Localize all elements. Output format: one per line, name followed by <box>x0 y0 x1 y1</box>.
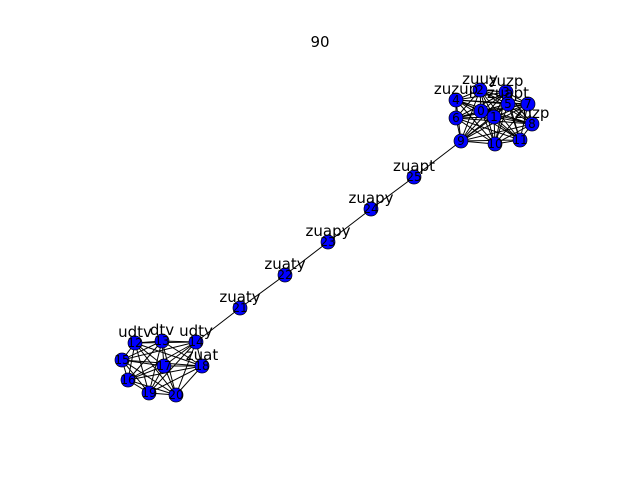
edge-15-20 <box>121 359 177 396</box>
node-name-label: zuapy <box>306 222 351 240</box>
edge-5-9 <box>460 103 509 142</box>
node-layer <box>114 82 540 403</box>
node-name-label: zuapt <box>487 84 529 102</box>
node-15 <box>114 352 130 368</box>
node-18 <box>194 358 210 374</box>
node-25 <box>406 169 422 185</box>
edge-8-9 <box>460 123 533 142</box>
node-4 <box>448 92 464 108</box>
edge-4-10 <box>455 99 496 145</box>
node-name-label: dtv <box>150 321 174 339</box>
edge-12-18 <box>134 342 203 367</box>
node-id-label: 21 <box>232 301 247 315</box>
node-5 <box>500 96 516 112</box>
node-0 <box>473 103 489 119</box>
node-id-label: 11 <box>512 133 527 147</box>
node-id-label: 20 <box>168 388 183 402</box>
node-name-label: zuzup <box>434 80 478 98</box>
edge-4-7 <box>455 99 529 105</box>
edge-9-25 <box>413 140 462 178</box>
node-21 <box>232 300 248 316</box>
node-id-label: 18 <box>194 359 209 373</box>
node-19 <box>141 385 157 401</box>
node-id-label: 24 <box>363 202 378 216</box>
node-id-label: 22 <box>277 268 292 282</box>
node-id-label: 16 <box>120 373 135 387</box>
node-name-label: zuaty <box>219 288 260 306</box>
node-20 <box>168 387 184 403</box>
node-id-label: 9 <box>457 134 465 148</box>
node-id-label: 15 <box>114 353 129 367</box>
node-id-label: 7 <box>524 97 532 111</box>
node-id-label: 13 <box>154 334 169 348</box>
node-name-label: zuzp <box>489 72 524 90</box>
edge-13-19 <box>148 340 163 394</box>
edge-14-19 <box>148 341 197 394</box>
edge-25-24 <box>370 176 415 210</box>
node-11 <box>512 132 528 148</box>
node-id-label: 0 <box>477 104 485 118</box>
node-id-label: 14 <box>188 335 203 349</box>
edge-13-18 <box>161 340 203 367</box>
edge-21-14 <box>195 307 241 343</box>
edge-6-10 <box>455 117 496 145</box>
node-2 <box>472 82 488 98</box>
node-id-label: 3 <box>502 85 510 99</box>
figure-title: 90 <box>310 33 330 51</box>
edge-14-15 <box>121 341 197 361</box>
node-id-label: 23 <box>320 235 335 249</box>
node-id-label: 12 <box>127 336 142 350</box>
node-id-label: 10 <box>487 137 502 151</box>
node-id-label: 2 <box>476 83 484 97</box>
node-id-label: 25 <box>406 170 421 184</box>
node-name-label: zuat <box>186 346 219 364</box>
node-23 <box>320 234 336 250</box>
node-name-label: zuaty <box>264 255 305 273</box>
node-14 <box>188 334 204 350</box>
node-24 <box>363 201 379 217</box>
node-8 <box>524 116 540 132</box>
node-id-label: 17 <box>156 359 171 373</box>
edge-14-20 <box>175 341 197 396</box>
node-10 <box>487 136 503 152</box>
edge-18-19 <box>148 365 203 394</box>
node-16 <box>120 372 136 388</box>
node-name-label: zuuy <box>462 70 498 88</box>
node-1 <box>486 109 502 125</box>
node-13 <box>154 333 170 349</box>
node-id-label: 6 <box>452 111 460 125</box>
edge-24-23 <box>327 208 372 243</box>
node-id-label: 19 <box>141 386 156 400</box>
node-name-label: zuapt <box>393 157 435 175</box>
node-name-label: zuzp <box>515 104 550 122</box>
node-id-label: 8 <box>528 117 536 131</box>
node-6 <box>448 110 464 126</box>
edge-12-19 <box>134 342 150 394</box>
edge-7-10 <box>494 103 529 145</box>
node-name-label: zuapy <box>349 189 394 207</box>
node-7 <box>520 96 536 112</box>
node-12 <box>127 335 143 351</box>
edge-13-15 <box>121 340 163 361</box>
node-id-label: 1 <box>490 110 498 124</box>
node-22 <box>277 267 293 283</box>
node-id-label: 4 <box>452 93 460 107</box>
node-17 <box>156 358 172 374</box>
node-9 <box>453 133 469 149</box>
node-name-label: udty <box>179 322 213 340</box>
node-id-label: 5 <box>504 97 512 111</box>
node-name-label: udtv <box>118 323 152 341</box>
edge-23-22 <box>284 241 329 276</box>
edge-22-21 <box>239 274 286 309</box>
